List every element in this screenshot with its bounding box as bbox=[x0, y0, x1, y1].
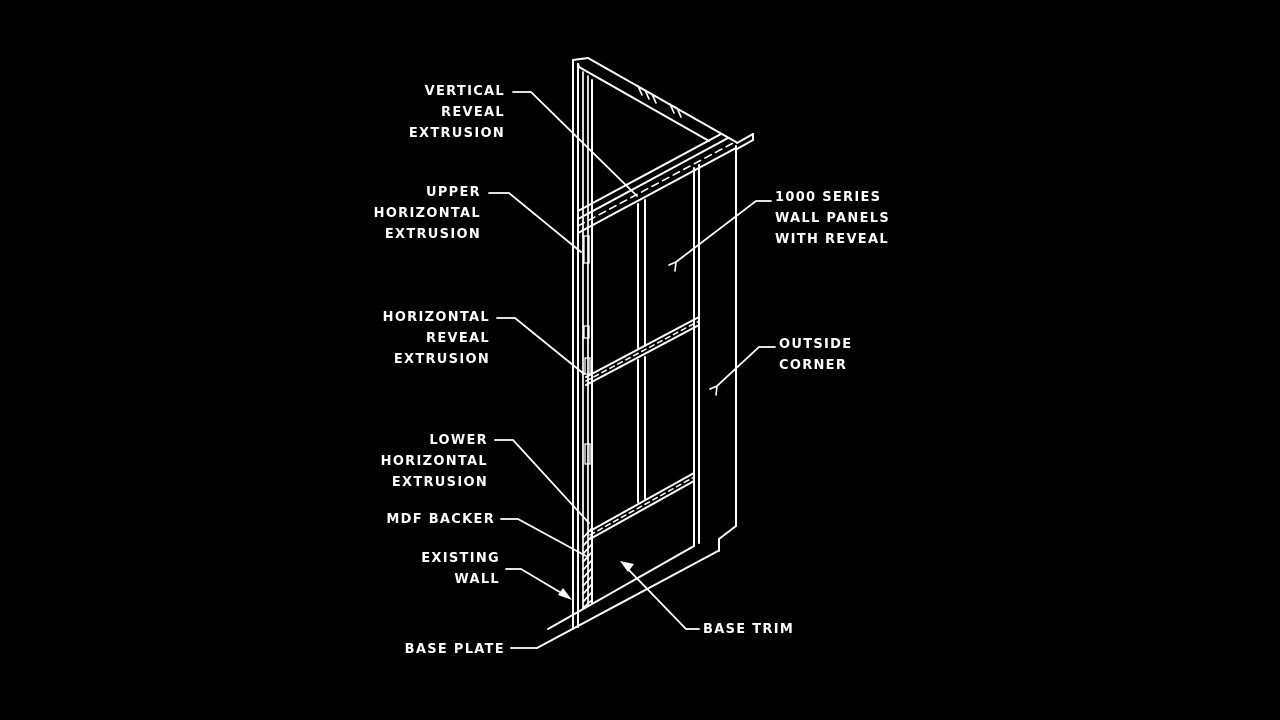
outside-corner-return bbox=[694, 134, 753, 546]
leader-upper-horizontal-extrusion bbox=[489, 193, 581, 252]
leader-horizontal-reveal-extrusion bbox=[497, 318, 584, 374]
leader-base-trim bbox=[625, 566, 699, 629]
label-base-trim: BASE TRIM bbox=[703, 622, 795, 637]
label-lower-horizontal-extrusion: LOWER HORIZONTAL EXTRUSION bbox=[380, 433, 488, 490]
tick-outside-corner bbox=[710, 386, 717, 395]
arrowhead-existing-wall bbox=[558, 588, 572, 600]
leader-existing-wall bbox=[506, 569, 563, 594]
label-vertical-reveal-extrusion: VERTICAL REVEAL EXTRUSION bbox=[408, 84, 505, 141]
leader-mdf-backer bbox=[501, 519, 586, 556]
label-wall-panels: 1000 SERIES WALL PANELS WITH REVEAL bbox=[775, 190, 891, 247]
mdf-backer-edge bbox=[583, 72, 592, 608]
existing-wall-edge bbox=[573, 58, 588, 629]
leader-wall-panels bbox=[676, 201, 771, 262]
wall-top-cap bbox=[579, 58, 736, 142]
label-mdf-backer: MDF BACKER bbox=[386, 512, 495, 527]
tick-wall-panels bbox=[669, 262, 676, 271]
arrowhead-base-trim bbox=[620, 561, 634, 572]
leader-outside-corner bbox=[717, 347, 775, 386]
label-base-plate: BASE PLATE bbox=[404, 642, 505, 657]
label-outside-corner: OUTSIDE CORNER bbox=[779, 337, 853, 373]
leader-vertical-reveal-extrusion bbox=[513, 92, 637, 196]
label-upper-horizontal-extrusion: UPPER HORIZONTAL EXTRUSION bbox=[373, 185, 481, 242]
leader-lines bbox=[489, 92, 775, 648]
label-horizontal-reveal-extrusion: HORIZONTAL REVEAL EXTRUSION bbox=[382, 310, 490, 367]
label-existing-wall: EXISTING WALL bbox=[421, 551, 500, 587]
wall-panel-face bbox=[578, 80, 736, 603]
leader-lower-horizontal-extrusion bbox=[495, 440, 589, 523]
base-trim-and-plate bbox=[537, 526, 736, 648]
